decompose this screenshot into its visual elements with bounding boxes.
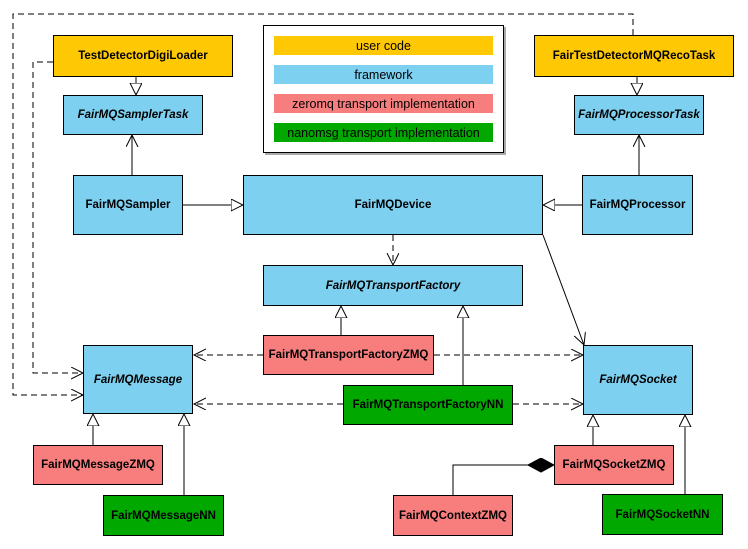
node-fairmqmessagenn: FairMQMessageNN [103, 495, 224, 536]
node-fairmqmessagezmq: FairMQMessageZMQ [33, 445, 163, 485]
legend-item-nanomsg: nanomsg transport implementation [274, 123, 493, 142]
node-fairmqsamplertask: FairMQSamplerTask [63, 95, 203, 135]
legend-item-zeromq: zeromq transport implementation [274, 94, 493, 113]
legend-item-user-code: user code [274, 36, 493, 55]
node-fairmqcontextzmq: FairMQContextZMQ [393, 495, 513, 536]
node-fairmqtransportfactory: FairMQTransportFactory [263, 265, 523, 306]
edge-device-socket-association [542, 234, 584, 345]
node-fairtestdetectormqrecotask: FairTestDetectorMQRecoTask [534, 35, 734, 77]
node-fairmqsampler: FairMQSampler [73, 175, 183, 235]
legend-item-framework: framework [274, 65, 493, 84]
node-fairmqsocket: FairMQSocket [583, 345, 693, 415]
node-fairmqtransportfactorynn: FairMQTransportFactoryNN [343, 385, 513, 425]
node-testdetectordigiloader: TestDetectorDigiLoader [53, 35, 233, 77]
node-fairmqprocessortask: FairMQProcessorTask [574, 95, 704, 135]
edge-contextzmq-socketzmq-composition [452, 465, 554, 495]
legend: user code framework zeromq transport imp… [263, 25, 504, 153]
node-fairmqprocessor: FairMQProcessor [582, 175, 693, 235]
node-fairmqtransportfactoryzmq: FairMQTransportFactoryZMQ [263, 335, 434, 375]
node-fairmqsocketnn: FairMQSocketNN [602, 494, 723, 535]
node-fairmqdevice: FairMQDevice [243, 175, 543, 235]
node-fairmqsocketzmq: FairMQSocketZMQ [554, 445, 674, 485]
node-fairmqmessage: FairMQMessage [83, 345, 193, 414]
